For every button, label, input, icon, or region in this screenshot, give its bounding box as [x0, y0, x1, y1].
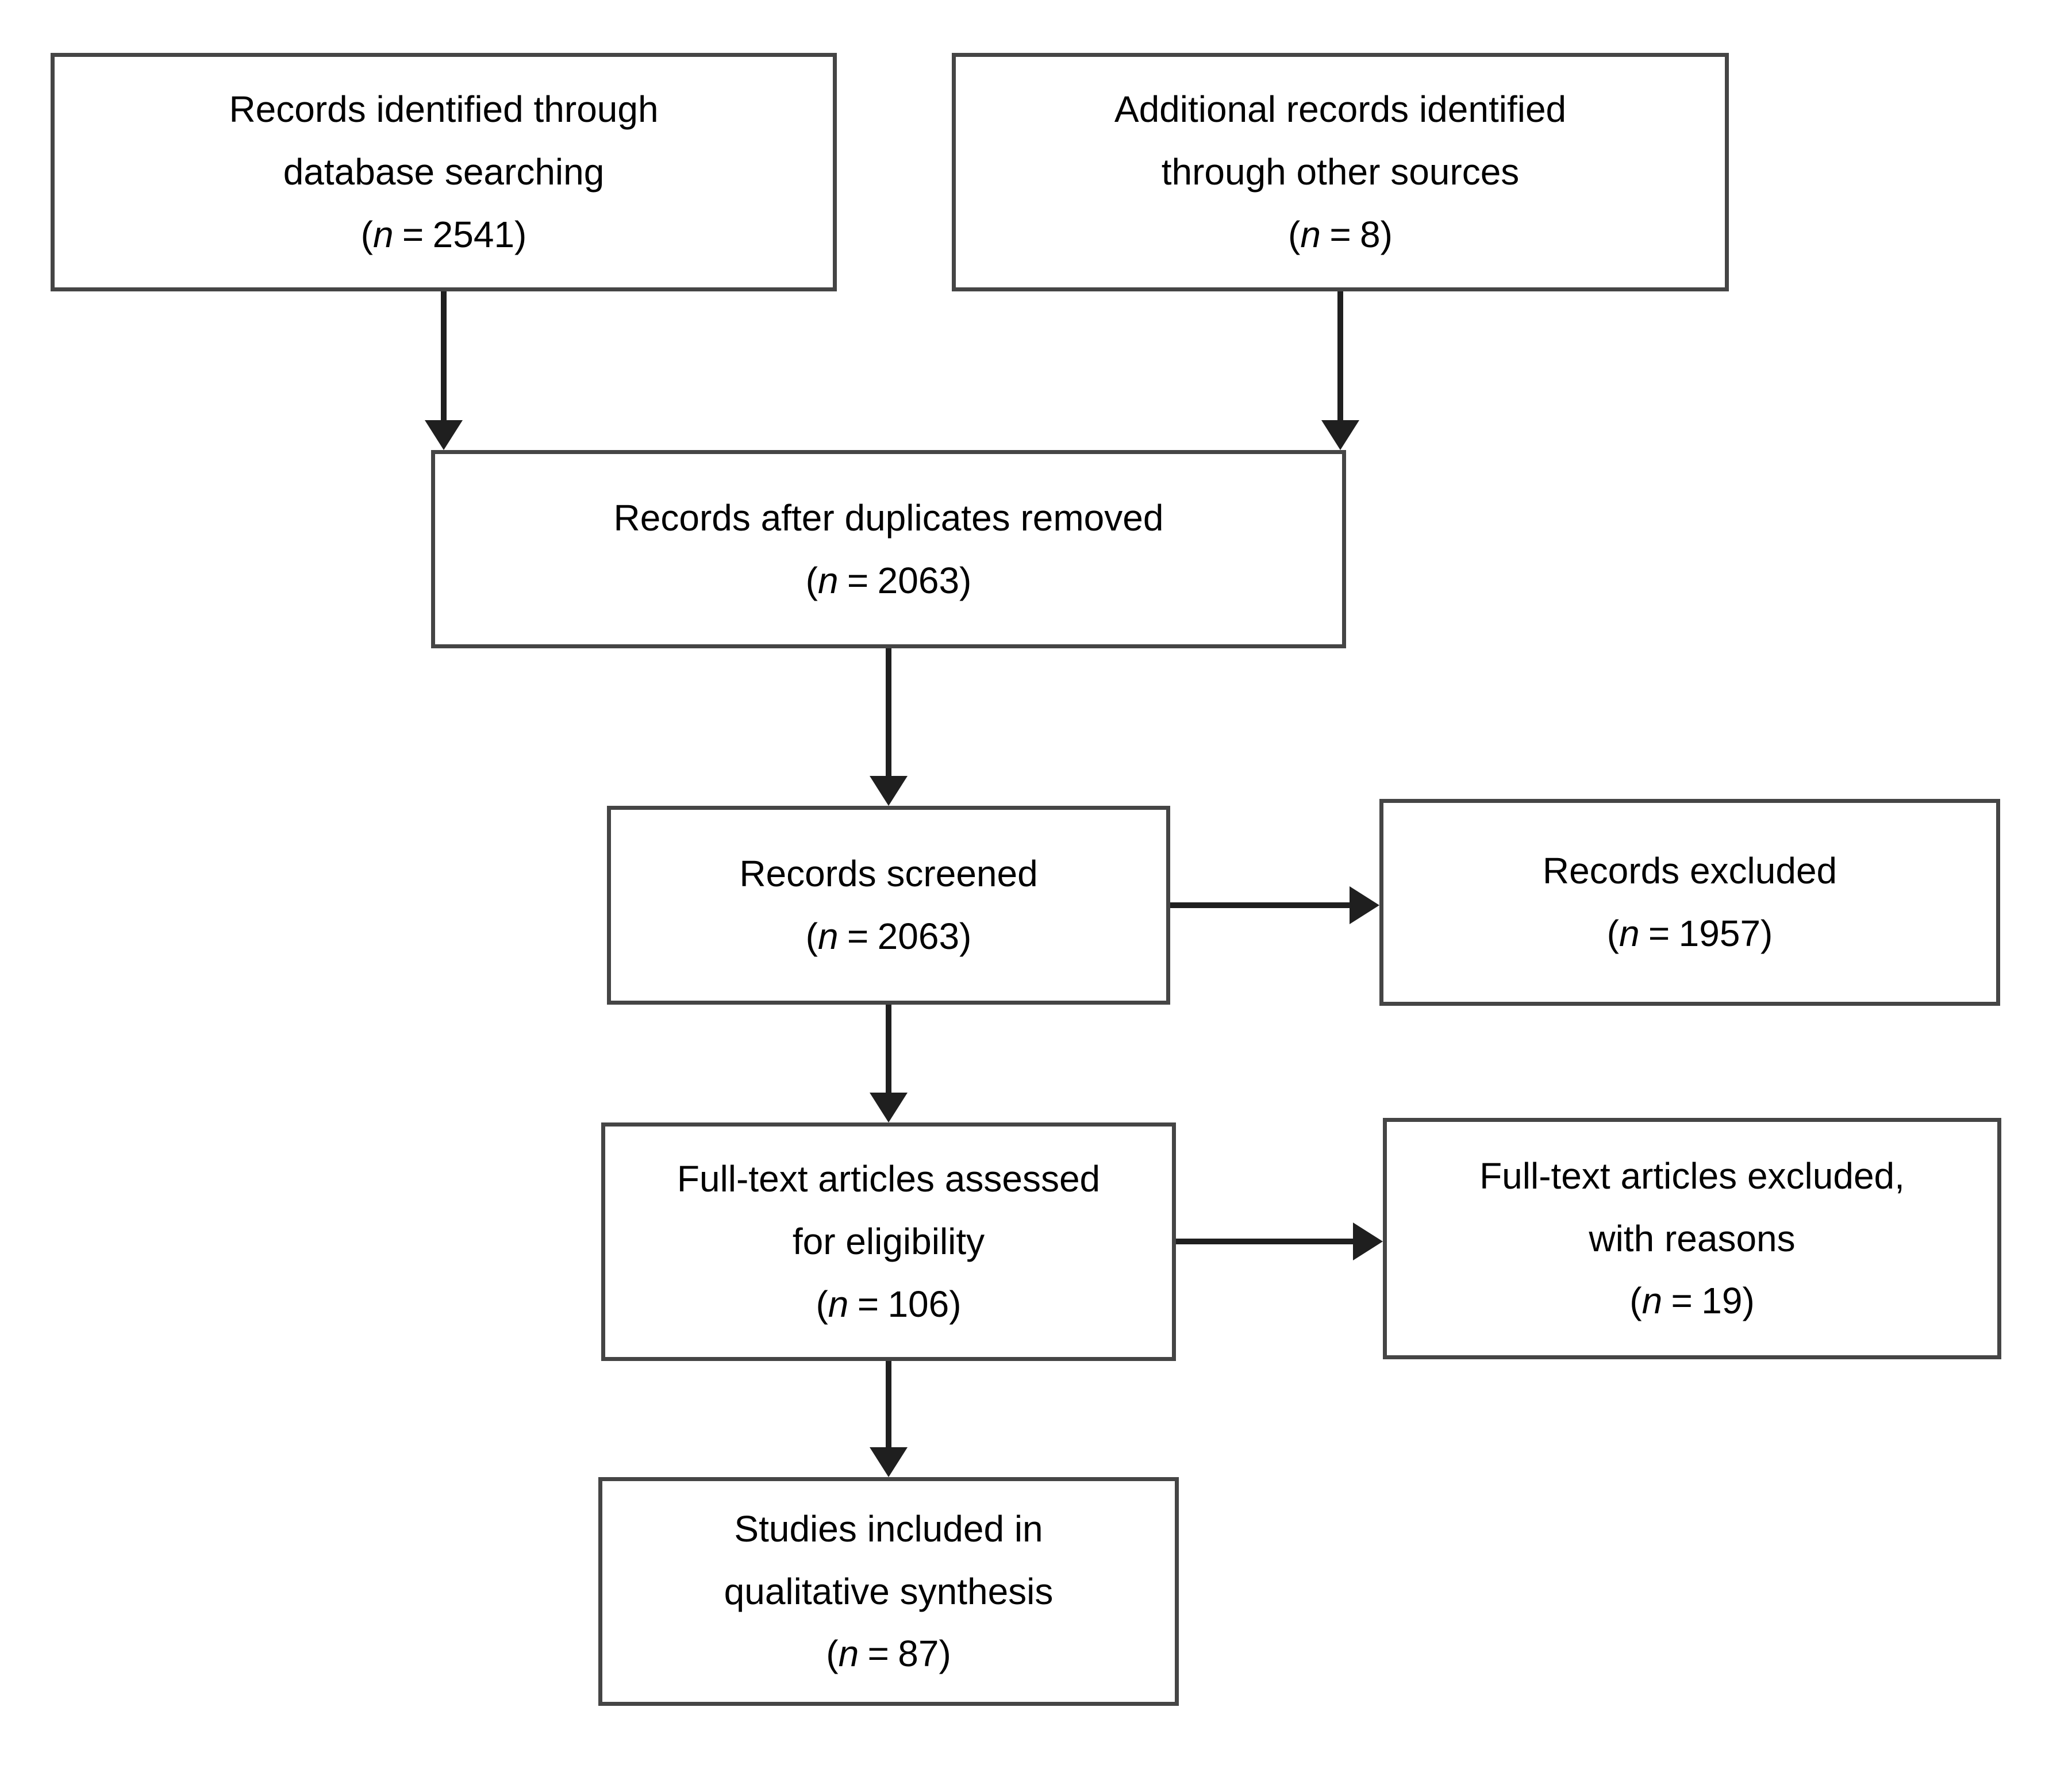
equals-sign: =	[1671, 1280, 1693, 1322]
paren-open: (	[816, 1283, 828, 1325]
arrow-screened-to-fulltext-icon	[886, 1005, 891, 1093]
paren-close: )	[949, 1283, 962, 1325]
arrow-additional-to-dedup-icon	[1337, 291, 1343, 420]
box-label-line: for eligibility	[792, 1221, 985, 1263]
box-label-line: Records after duplicates removed	[613, 497, 1164, 539]
n-symbol: n	[817, 559, 839, 601]
arrow-fulltext-to-included-icon	[886, 1361, 891, 1447]
paren-close: )	[1380, 213, 1393, 255]
box-additional-records: Additional records identified through ot…	[952, 53, 1729, 291]
n-symbol: n	[372, 213, 394, 255]
paren-close: )	[1742, 1280, 1755, 1322]
box-fulltext-excluded: Full-text articles excluded, with reason…	[1383, 1118, 2001, 1359]
equals-sign: =	[847, 916, 869, 957]
count-value: 2063	[877, 559, 960, 601]
paren-open: (	[1288, 213, 1301, 255]
count-value: 8	[1360, 213, 1381, 255]
box-records-identified: Records identified through database sear…	[51, 53, 837, 291]
count-line: (n=2541)	[361, 203, 527, 266]
box-label-line: Additional records identified	[1114, 89, 1567, 130]
paren-close: )	[959, 916, 972, 957]
box-records-screened: Records screened (n=2063)	[607, 806, 1170, 1005]
box-label-line: Records excluded	[1542, 850, 1837, 892]
box-label-line: Full-text articles excluded,	[1479, 1155, 1905, 1197]
box-records-excluded: Records excluded (n=1957)	[1379, 799, 2000, 1006]
paren-close: )	[514, 213, 527, 255]
equals-sign: =	[847, 559, 869, 601]
arrow-screened-to-excluded-icon	[1170, 902, 1350, 908]
count-value: 1957	[1678, 913, 1761, 954]
n-symbol: n	[838, 1633, 859, 1675]
n-symbol: n	[1300, 213, 1321, 255]
equals-sign: =	[1648, 913, 1670, 954]
count-line: (n=106)	[816, 1273, 961, 1336]
box-label-line: Records screened	[739, 853, 1038, 895]
count-line: (n=8)	[1288, 203, 1393, 266]
count-value: 2541	[432, 213, 515, 255]
count-line: (n=87)	[826, 1623, 951, 1685]
paren-open: (	[1629, 1280, 1642, 1322]
count-value: 87	[898, 1633, 939, 1675]
count-line: (n=2063)	[806, 905, 972, 968]
equals-sign: =	[867, 1633, 889, 1675]
box-label-line: with reasons	[1589, 1217, 1796, 1259]
count-line: (n=1957)	[1607, 902, 1773, 965]
box-label-line: qualitative synthesis	[724, 1570, 1054, 1612]
box-label-line: through other sources	[1161, 151, 1520, 193]
box-label-line: Studies included in	[734, 1508, 1043, 1550]
count-value: 106	[887, 1283, 949, 1325]
box-duplicates-removed: Records after duplicates removed (n=2063…	[431, 450, 1346, 648]
n-symbol: n	[828, 1283, 849, 1325]
count-value: 2063	[877, 916, 960, 957]
n-symbol: n	[817, 916, 839, 957]
paren-open: (	[805, 916, 818, 957]
n-symbol: n	[1642, 1280, 1663, 1322]
equals-sign: =	[857, 1283, 879, 1325]
count-line: (n=19)	[1629, 1270, 1755, 1332]
arrow-dedup-to-screened-icon	[886, 648, 891, 776]
paren-open: (	[805, 559, 818, 601]
box-label-line: database searching	[283, 151, 605, 193]
arrow-fulltext-to-excluded-icon	[1176, 1239, 1353, 1244]
equals-sign: =	[1329, 213, 1351, 255]
paren-open: (	[826, 1633, 839, 1675]
paren-close: )	[1760, 913, 1773, 954]
paren-close: )	[959, 559, 972, 601]
equals-sign: =	[402, 213, 424, 255]
count-value: 19	[1701, 1280, 1743, 1322]
box-label-line: Records identified through	[229, 89, 659, 130]
n-symbol: n	[1619, 913, 1640, 954]
paren-open: (	[1606, 913, 1619, 954]
paren-close: )	[939, 1633, 951, 1675]
box-fulltext-assessed: Full-text articles assessed for eligibil…	[601, 1122, 1176, 1361]
box-studies-included: Studies included in qualitative synthesi…	[598, 1477, 1179, 1706]
arrow-identified-to-dedup-icon	[441, 291, 447, 420]
box-label-line: Full-text articles assessed	[676, 1158, 1101, 1200]
paren-open: (	[360, 213, 373, 255]
count-line: (n=2063)	[806, 549, 972, 612]
